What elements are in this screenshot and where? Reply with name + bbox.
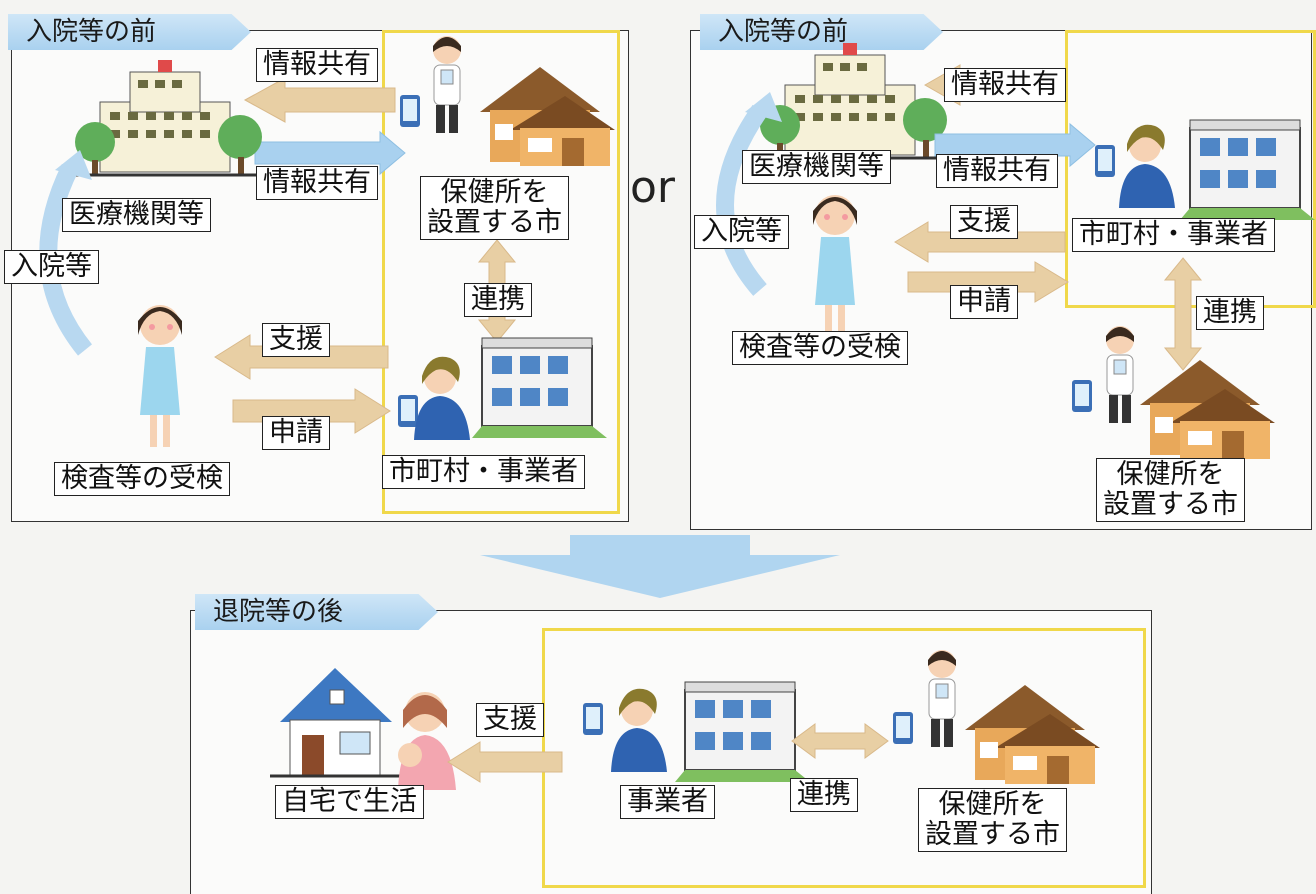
label-support-bottom: 支援: [476, 703, 544, 738]
label-examinee-left: 検査等の受検: [54, 462, 230, 497]
label-info-share-1-left: 情報共有: [256, 48, 378, 83]
label-info-share-2-right: 情報共有: [936, 154, 1058, 189]
frame-municipal-group-left: [382, 30, 620, 514]
arrow-cooperation-right: [1163, 257, 1203, 371]
home-illustration: [270, 668, 456, 790]
label-info-share-2-left: 情報共有: [256, 166, 378, 201]
label-application-right: 申請: [950, 285, 1018, 320]
tab-after-discharge: 退院等の後: [195, 594, 438, 630]
label-application-left: 申請: [262, 416, 330, 451]
arrow-application-right: [907, 261, 1069, 303]
label-municipality-left: 市町村・事業者: [382, 455, 585, 490]
label-examinee-right: 検査等の受検: [732, 331, 908, 366]
label-admission-right: 入院等: [694, 215, 789, 250]
arrow-transition-down: [480, 535, 840, 598]
label-support-right: 支援: [950, 205, 1018, 240]
label-cooperation-left: 連携: [464, 283, 532, 318]
label-hospital-left: 医療機関等: [62, 198, 211, 233]
label-support-left: 支援: [262, 323, 330, 358]
label-home: 自宅で生活: [275, 785, 424, 820]
arrow-support-right: [894, 221, 1066, 263]
label-health-center-left: 保健所を 設置する市: [420, 176, 569, 241]
label-hospital-right: 医療機関等: [742, 150, 891, 185]
tab-before-admission-right: 入院等の前: [700, 14, 943, 50]
label-admission-left: 入院等: [4, 250, 99, 285]
or-connector: or: [630, 162, 676, 213]
arrow-info-share-to-hospital-left: [243, 77, 396, 123]
label-operator: 事業者: [620, 785, 715, 820]
tab-before-admission-left: 入院等の前: [8, 14, 251, 50]
label-health-center-right: 保健所を 設置する市: [1096, 458, 1245, 523]
arrow-info-share-to-city-left: [254, 130, 406, 176]
arrow-cooperation-bottom: [791, 723, 889, 759]
arrow-support-bottom: [447, 741, 563, 783]
arrow-admission-right: [716, 104, 768, 296]
label-health-center-bottom: 保健所を 設置する市: [918, 788, 1067, 853]
label-municipality-right: 市町村・事業者: [1072, 218, 1275, 253]
label-cooperation-right: 連携: [1196, 296, 1264, 331]
label-cooperation-bottom: 連携: [790, 778, 858, 813]
label-info-share-1-right: 情報共有: [944, 68, 1066, 103]
